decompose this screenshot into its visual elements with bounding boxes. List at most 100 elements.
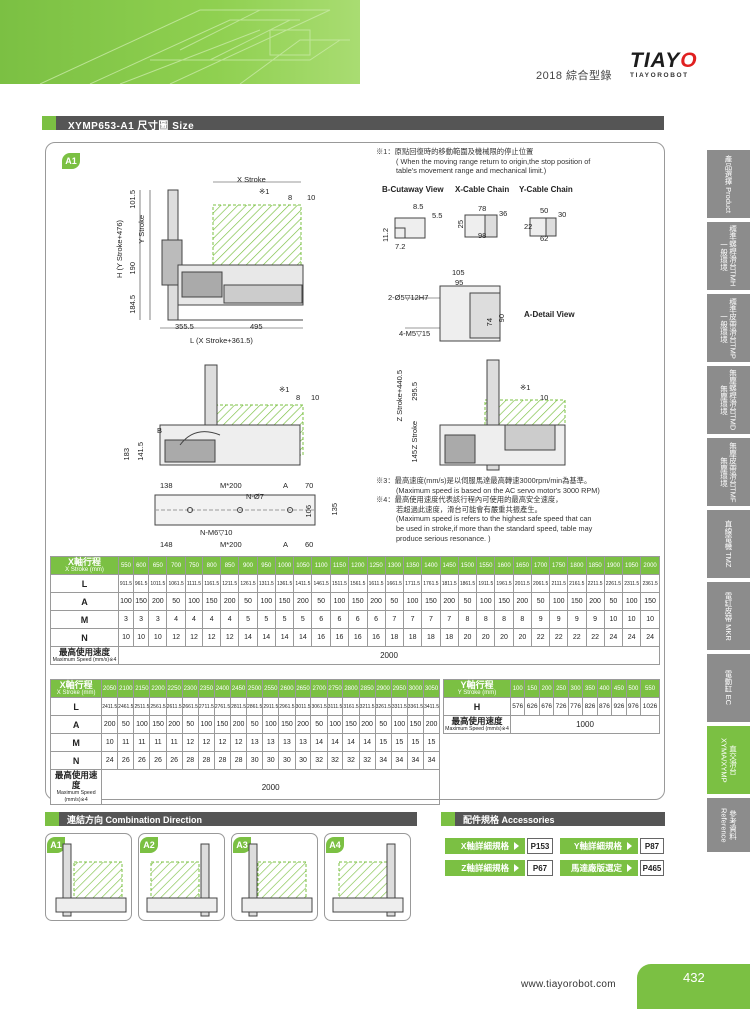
sidebar-item-tmd[interactable]: 無塵螺桿滑台TMD 無塵環境	[707, 366, 750, 436]
hole-n-m6: N-M6▽10	[200, 528, 233, 537]
combination-a1-drawing	[55, 843, 127, 917]
hole-n-07: N-Ø7	[246, 492, 264, 501]
catalog-year: 2018 綜合型錄	[536, 70, 613, 82]
sidebar-item-tmf[interactable]: 無塵皮帶滑台TMF 無塵環境	[707, 438, 750, 508]
note-3-4: ※3：最高速度(mm/s)是以伺服馬達最高轉速3000rpm/min為基準。 (…	[376, 476, 600, 543]
header-robot-graphic	[39, 9, 350, 84]
sidebar-item-product[interactable]: 產品選擇 Product	[707, 150, 750, 220]
detail-view-a-drawing	[405, 285, 501, 342]
dim-10-a: 10	[307, 193, 316, 202]
dim-184-5: 184.5	[128, 295, 137, 314]
combination-a4-drawing	[332, 843, 404, 917]
xy-axis-drawing	[139, 181, 304, 329]
dim-138: 138	[160, 481, 173, 490]
dim-74: 74	[485, 318, 494, 327]
sidebar-item-reference[interactable]: 參考資料 Reference	[707, 798, 750, 854]
sidebar-item-tmz[interactable]: 直線電機 TMZ	[707, 510, 750, 580]
cutaway-x-title: X-Cable Chain	[455, 185, 510, 194]
section-title-bar: XYMP653-A1 尺寸圖 Size	[42, 116, 664, 132]
sidebar-item-tmp[interactable]: 標準皮帶滑台TMP 一般環境	[707, 294, 750, 364]
sidebar-item-ec[interactable]: 電動缸 EC	[707, 654, 750, 724]
arrow-right-icon	[514, 864, 519, 872]
note-1: ※1：原點回復時的移動範圍及機械限的停止位置 ( When the moving…	[376, 147, 591, 176]
x-axis-spec-button[interactable]: X軸詳細規格	[445, 838, 525, 854]
dim-10-c: 10	[540, 393, 549, 402]
dim-36: 36	[499, 209, 508, 218]
sidebar-item-xyma-xymp[interactable]: 直交滑台 XYMA/XYMP	[707, 726, 750, 796]
dim-5-5: 5.5	[432, 211, 443, 220]
dim-7-2: 7.2	[395, 242, 406, 251]
cutaway-y-title: Y-Cable Chain	[519, 185, 573, 194]
dim-62: 62	[540, 234, 549, 243]
h-label: H (Y Stroke+476)	[115, 220, 124, 279]
dim-25: 25	[456, 220, 465, 229]
z-stroke-total-label: Z Stroke+440.5	[395, 370, 404, 422]
plan-view-drawing	[154, 494, 316, 526]
dim-145: 145	[410, 450, 419, 463]
z-axis-spec-button[interactable]: Z軸詳細規格	[445, 860, 525, 876]
front-view-drawing	[159, 364, 304, 466]
y-axis-spec-ref[interactable]: P87	[640, 838, 664, 854]
dim-60: 60	[305, 540, 314, 549]
cutaway-b-title: B-Cutaway View	[382, 185, 444, 194]
dim-50: 50	[540, 206, 549, 215]
dim-22: 22	[524, 222, 533, 231]
dim-70: 70	[305, 481, 314, 490]
dim-148: 148	[160, 540, 173, 549]
combination-a2-drawing	[146, 843, 218, 917]
dim-105: 105	[452, 268, 465, 277]
header-banner	[0, 0, 360, 84]
combination-a4: A4	[324, 833, 411, 921]
mark1-b: ※1	[279, 385, 290, 394]
dim-295-5: 295.5	[410, 382, 419, 401]
dim-95: 95	[455, 278, 464, 287]
a-label-b: A	[283, 540, 289, 549]
side-view-drawing	[439, 359, 566, 471]
x-axis-spec-ref[interactable]: P153	[527, 838, 553, 854]
y-axis-spec-button[interactable]: Y軸詳細規格	[560, 838, 638, 854]
sidebar-item-mkr[interactable]: 電缸皮帶 MKR	[707, 582, 750, 652]
motor-selection-ref[interactable]: P465	[640, 860, 664, 876]
x-stroke-label: X Stroke	[237, 175, 266, 184]
dim-101-5: 101.5	[128, 190, 137, 209]
accessories-title: 配件規格 Accessories	[463, 815, 555, 825]
dim-141-5: 141.5	[136, 442, 145, 461]
dim-183: 183	[122, 448, 131, 461]
dim-355-5: 355.5	[175, 322, 194, 331]
dim-90: 90	[497, 314, 506, 323]
motor-selection-button[interactable]: 馬達廠版選定	[560, 860, 638, 876]
drawing-badge-a1: A1	[62, 153, 80, 169]
arrow-right-icon	[627, 842, 632, 850]
m200-a: M*200	[220, 481, 242, 490]
dim-8-a: 8	[288, 193, 293, 202]
dim-8-5: 8.5	[413, 202, 424, 211]
tiayo-logo: TIAYO TIAYOROBOT	[630, 49, 698, 80]
website-link[interactable]: www.tiayorobot.com	[521, 979, 616, 990]
dim-30: 30	[558, 210, 567, 219]
z-axis-spec-ref[interactable]: P67	[527, 860, 553, 876]
sidebar-item-tmh[interactable]: 標準螺桿滑台TMH 一般環境	[707, 222, 750, 292]
mark1-c: ※1	[520, 383, 531, 392]
combination-a3: A3	[231, 833, 318, 921]
mark1-a: ※1	[259, 187, 270, 196]
section-title: XYMP653-A1 尺寸圖 Size	[68, 121, 195, 132]
dim-11-2: 11.2	[381, 228, 390, 243]
hole-spec-1: 2-Ø5▽12H7	[388, 293, 429, 302]
a-label-a: A	[283, 481, 289, 490]
dim-98: 98	[478, 231, 487, 240]
combination-title: 連結方向 Combination Direction	[67, 815, 203, 825]
